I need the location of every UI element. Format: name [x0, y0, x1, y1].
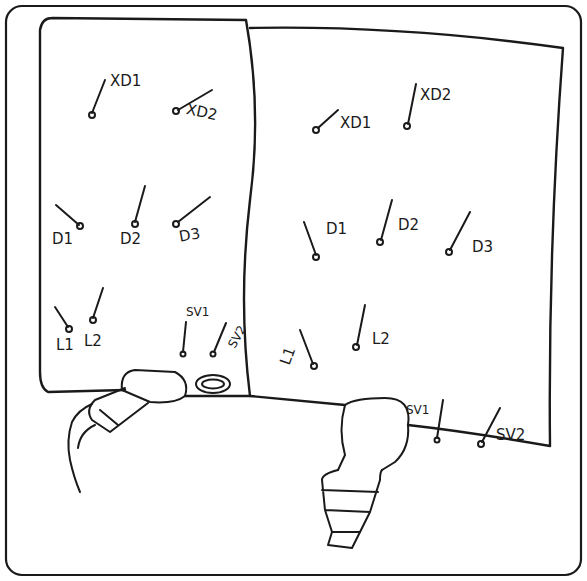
seta-label: SV2 [496, 428, 525, 443]
seta-label: D3 [178, 226, 201, 244]
seta-label: D1 [326, 222, 347, 237]
seta-label: XD2 [185, 102, 219, 123]
frame [6, 6, 581, 575]
leg-claw [328, 532, 360, 548]
segment-outline [40, 18, 255, 396]
seta-label: XD2 [420, 88, 451, 103]
spiracle-inner [202, 380, 224, 389]
leg-segment [322, 470, 382, 532]
seta-label: D2 [120, 232, 141, 247]
seta-label: L1 [278, 345, 298, 367]
seta-label: SV1 [406, 404, 429, 416]
leg-claw [68, 404, 118, 492]
setae [55, 80, 226, 357]
seta-label: SV1 [186, 306, 209, 318]
leg-coxa [122, 370, 186, 402]
seta-label: XD1 [110, 74, 141, 89]
segment-outline [250, 28, 563, 446]
seta-label: D2 [398, 218, 419, 233]
seta-label: L2 [84, 334, 102, 349]
seta-label: D3 [472, 240, 493, 255]
seta-label: L2 [372, 332, 390, 347]
seta-label: XD1 [340, 116, 371, 131]
seta-label: D1 [52, 232, 73, 247]
leg-coxa [338, 398, 409, 470]
spiracle [196, 375, 230, 393]
setae [300, 84, 500, 447]
seta-label: L1 [56, 338, 74, 353]
